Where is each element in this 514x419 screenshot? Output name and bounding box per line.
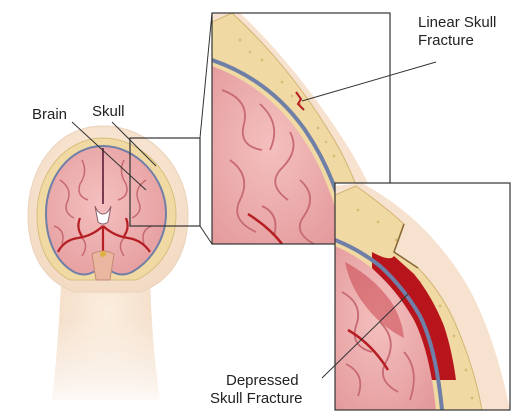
depressed-fracture-label-line1: Depressed — [226, 372, 299, 389]
depressed-fracture-panel — [335, 183, 510, 410]
linear-fracture-label-line1: Linear Skull — [418, 14, 496, 31]
skull-label: Skull — [92, 103, 125, 120]
depressed-fracture-label-line2: Skull Fracture — [210, 390, 303, 407]
head-cross-section — [20, 126, 200, 414]
zoom-connector-bottom — [200, 226, 212, 244]
brain-label: Brain — [32, 106, 67, 123]
pituitary — [100, 251, 106, 257]
linear-fracture-label-line2: Fracture — [418, 32, 474, 49]
zoom-connector-top — [200, 13, 212, 138]
